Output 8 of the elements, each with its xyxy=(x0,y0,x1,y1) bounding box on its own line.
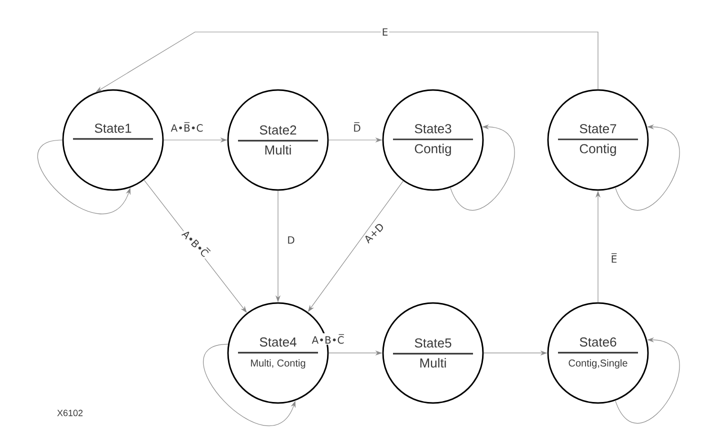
edge-label: E̅ xyxy=(610,252,618,264)
edge-label: E xyxy=(380,27,390,37)
self-loop-arrow xyxy=(37,140,131,214)
figure-code: X6102 xyxy=(57,410,83,416)
edge-label: A•B̅•C xyxy=(170,121,204,133)
edge-label: A•B•C̅ xyxy=(310,333,346,345)
edge-label: D xyxy=(286,235,296,245)
edge-label: D̅ xyxy=(352,121,362,133)
